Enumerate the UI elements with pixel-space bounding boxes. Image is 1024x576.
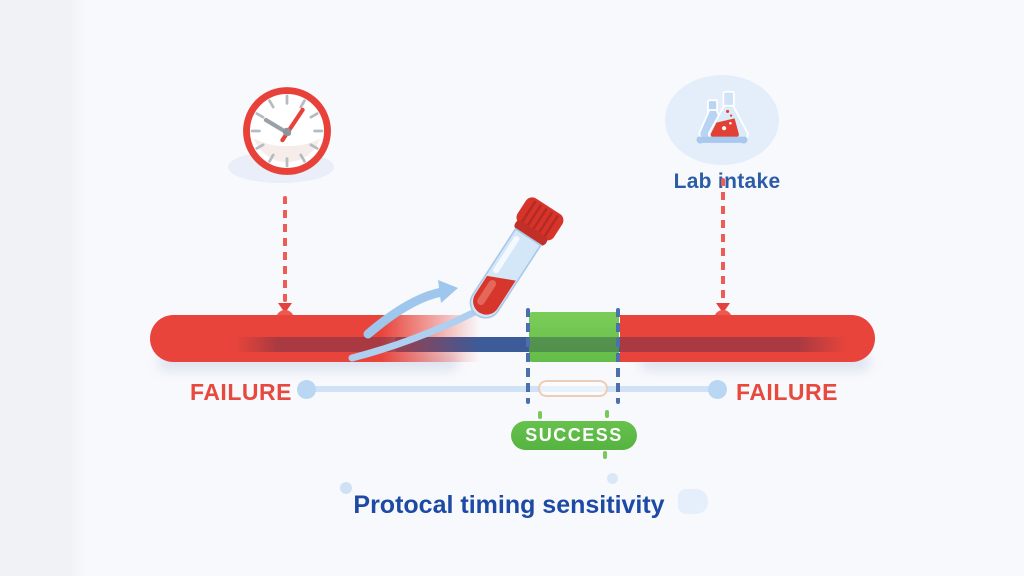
success-window-capsule — [538, 380, 608, 397]
measure-line — [306, 386, 718, 392]
lab-dropline — [721, 178, 725, 302]
lab-intake-label: Lab intake — [673, 170, 781, 193]
measure-line-right-dot — [708, 380, 727, 399]
failure-bar-right — [620, 315, 875, 362]
diagram-title: Protocal timing sensitivity — [353, 491, 665, 519]
decor-dot — [340, 482, 352, 494]
flask-icon — [696, 90, 749, 144]
green-tick — [538, 411, 542, 419]
failure-bar-left — [150, 315, 480, 362]
decor-dot — [607, 473, 618, 484]
success-zone-right-boundary — [616, 308, 620, 404]
measure-line-left-dot — [297, 380, 316, 399]
failure-label-left: FAILURE — [190, 379, 292, 405]
green-tick — [603, 451, 607, 459]
test-tube-icon — [469, 197, 564, 319]
green-tick — [605, 410, 609, 418]
success-badge: SUCCESS — [511, 421, 637, 450]
decor-blob — [678, 489, 708, 514]
clock-icon — [243, 87, 331, 175]
clock-dropline — [283, 196, 287, 302]
success-zone — [529, 312, 619, 362]
success-zone-left-boundary — [526, 308, 530, 404]
failure-label-right: FAILURE — [736, 379, 838, 405]
